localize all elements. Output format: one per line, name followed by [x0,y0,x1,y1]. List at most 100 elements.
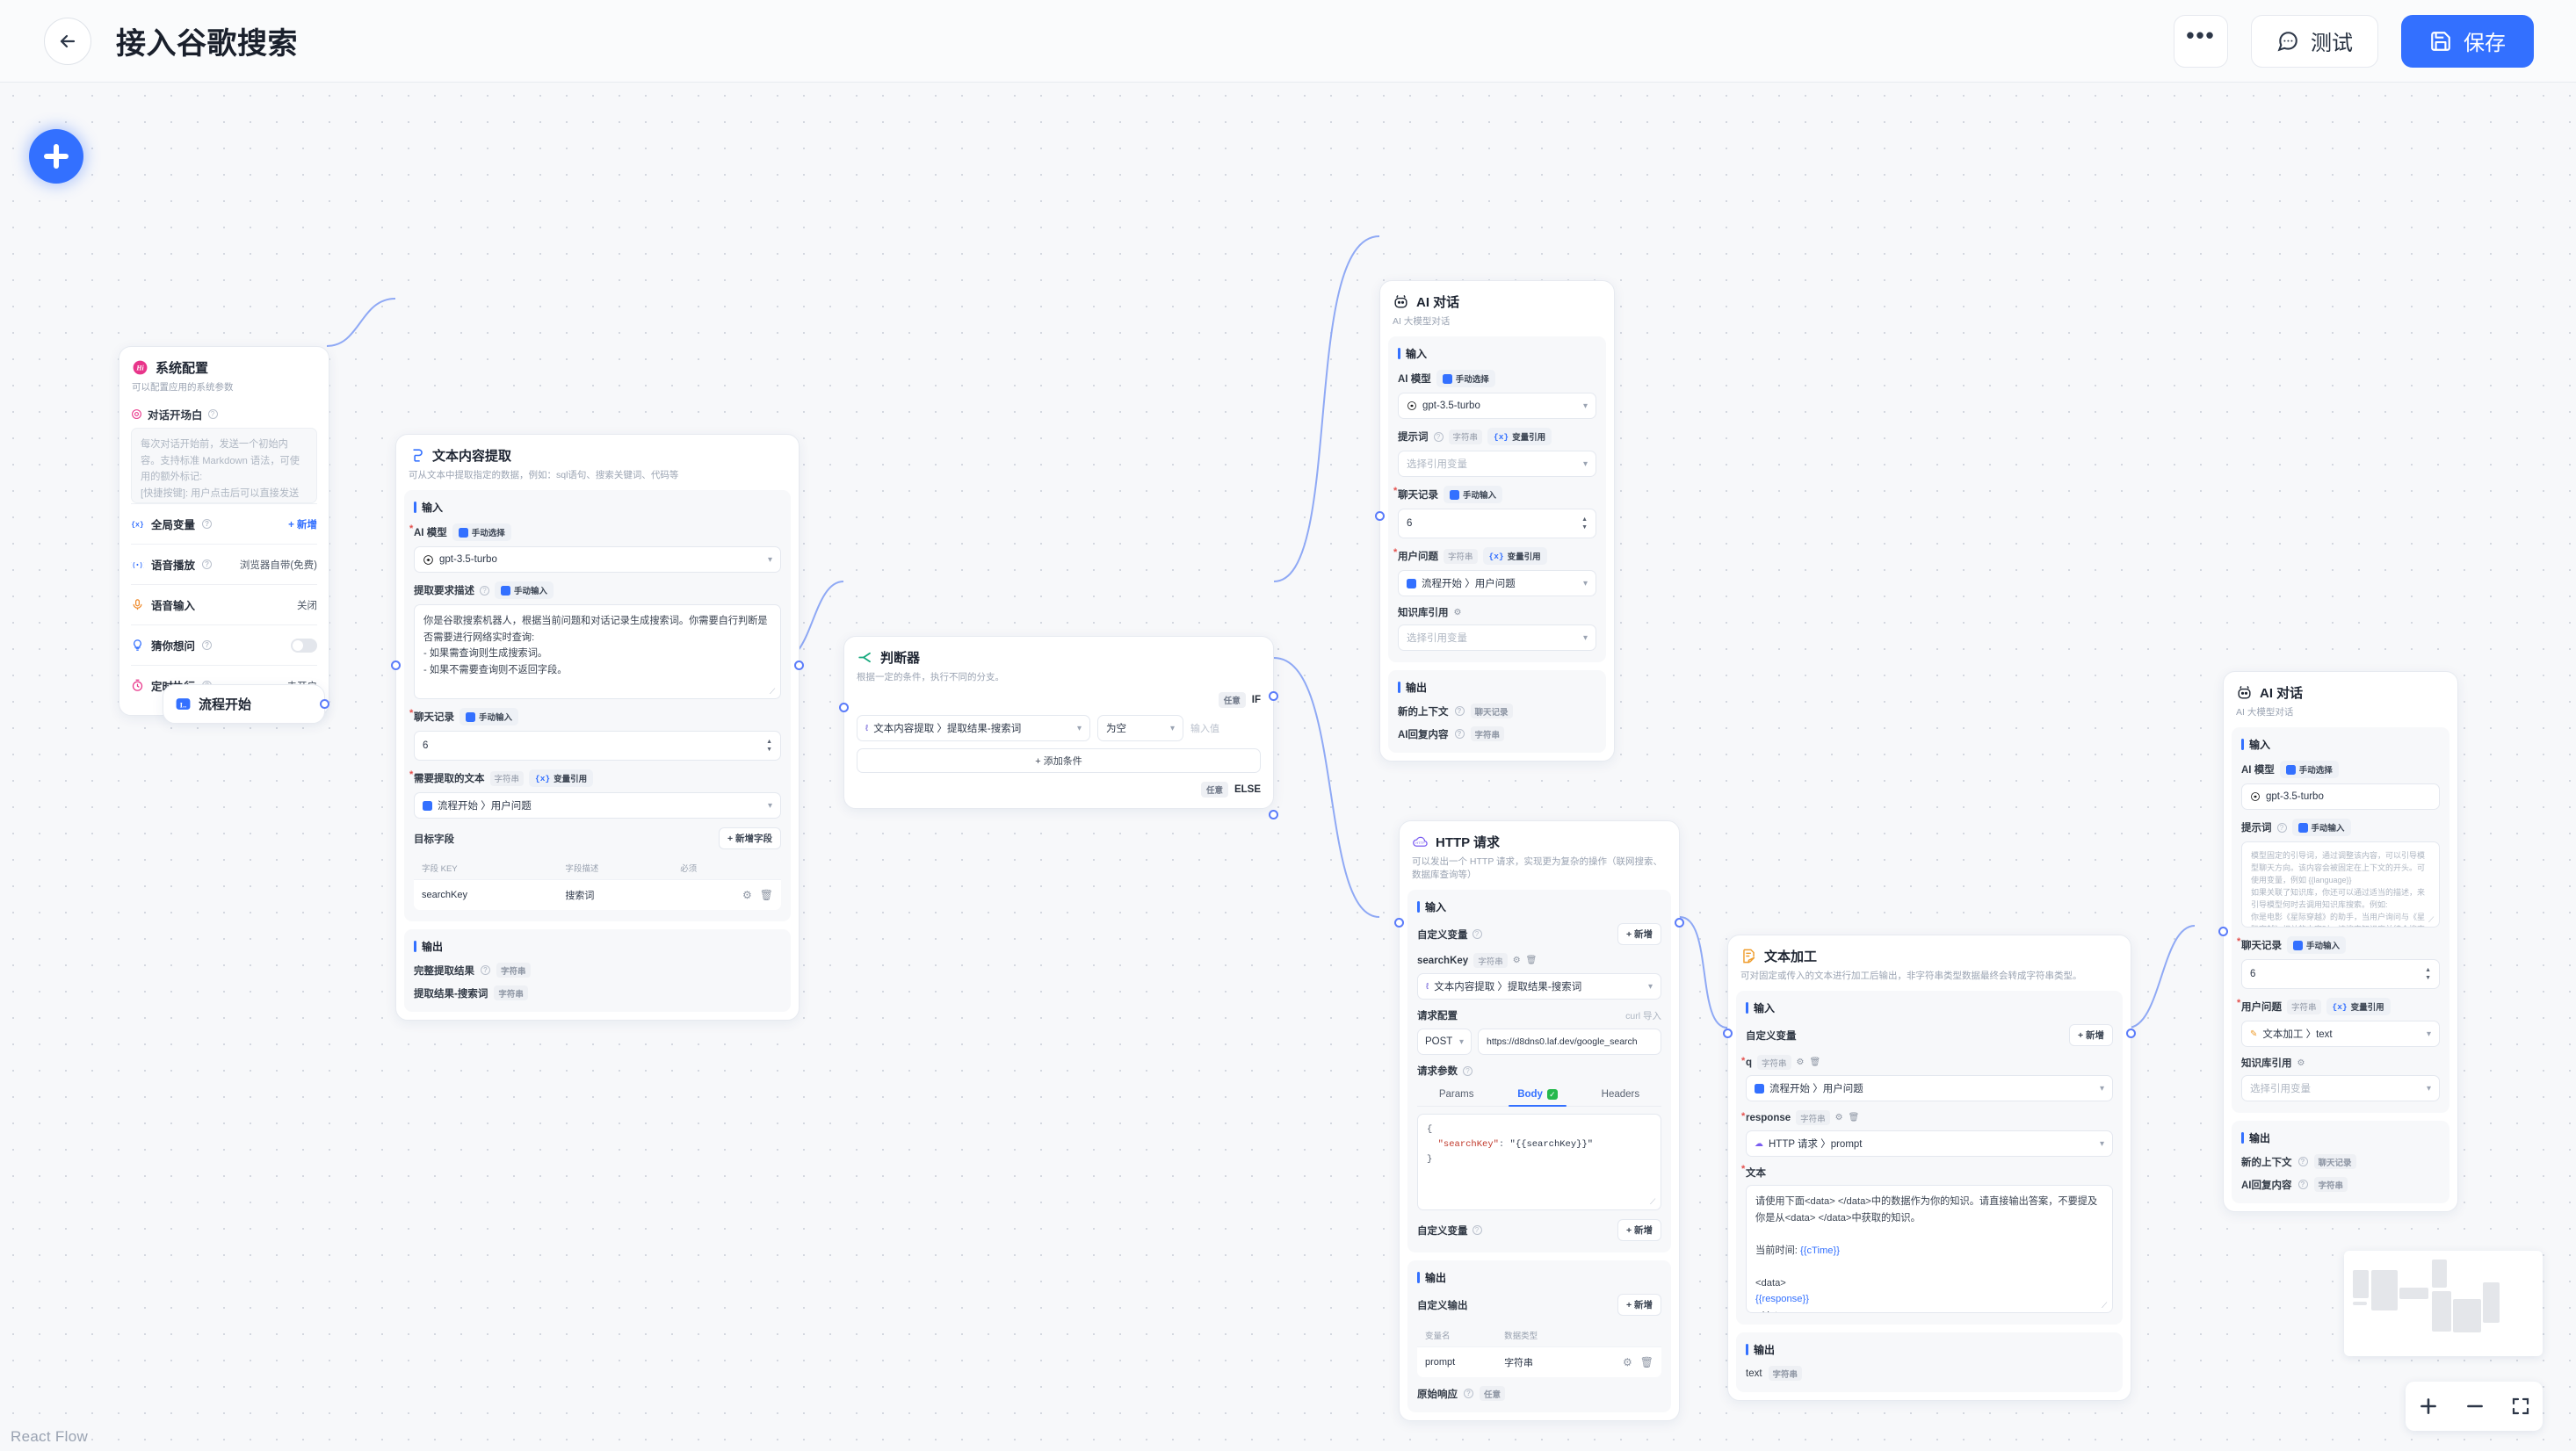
node-ai-chat-top[interactable]: AI 对话 AI 大模型对话 输入 AI 模型 手动选择 gpt-3.5-tur… [1375,280,1615,762]
handle-text-process-out[interactable] [2126,1029,2136,1038]
node-http-request[interactable]: HTTP HTTP 请求 可以发出一个 HTTP 请求，实现更为复杂的操作（联网… [1394,820,1684,1422]
chatlog-number-input[interactable]: 6 ▲▼ [1398,509,1596,539]
table-row[interactable]: prompt 字符串 ⚙🗑 [1417,1346,1661,1378]
ai-model-select[interactable]: gpt-3.5-turbo [2241,783,2440,811]
zoom-in-button[interactable] [2417,1395,2440,1418]
var-ref-chip[interactable]: {x}变量引用 [1482,547,1547,566]
settings-gear-icon[interactable]: ⚙ [1834,1113,1843,1123]
condition-value-input[interactable]: 输入值 [1190,724,1219,735]
kb-select[interactable]: 选择引用变量 ▾ [2241,1075,2440,1102]
handle-judge-in[interactable] [839,703,849,712]
back-button[interactable] [44,17,91,65]
manual-select-chip[interactable]: 手动选择 [2279,761,2339,779]
help-icon[interactable]: ? [1433,431,1444,442]
http-body-editor[interactable]: { "searchKey": "{{searchKey}}" }⟋ [1417,1114,1661,1211]
manual-select-chip[interactable]: 手动选择 [452,523,511,542]
add-output-button[interactable]: + 新增 [1617,1294,1661,1317]
help-icon[interactable]: ? [1454,729,1465,740]
handle-flow-start-out[interactable] [320,699,329,709]
cfg-value-voice-input[interactable]: 关闭 [297,600,317,611]
cfg-row-global-variable[interactable]: {x} 全局变量 ? + 新增 [131,503,317,544]
if-chip[interactable]: 任意 [1218,692,1246,709]
node-ai-chat-right[interactable]: AI 对话 AI 大模型对话 输入 AI 模型 手动选择 gpt-3.5-tur… [2218,671,2458,1213]
curl-import-button[interactable]: curl 导入 [1625,1010,1661,1021]
add-node-button[interactable] [29,129,83,184]
manual-input-chip[interactable]: 手动输入 [1444,486,1503,504]
kb-select[interactable]: 选择引用变量 ▾ [1398,624,1596,652]
opening-textarea[interactable]: 每次对话开始前，发送一个初始内容。支持标准 Markdown 语法，可使用的额外… [131,428,317,504]
resize-handle-icon[interactable]: ⟋ [2428,915,2435,925]
help-icon[interactable]: ? [202,640,213,651]
handle-http-out[interactable] [1675,918,1684,928]
delete-trash-icon[interactable]: 🗑 [1525,956,1538,966]
settings-gear-icon[interactable]: ⚙ [742,889,752,902]
delete-trash-icon[interactable]: 🗑 [1639,1356,1653,1369]
cfg-value-global-variable[interactable]: + 新增 [288,519,317,531]
workflow-canvas[interactable]: Hi 系统配置 可以配置应用的系统参数 对话开场白 ? 每次对话开始前，发送一个… [0,83,2576,1451]
guess-question-toggle[interactable] [291,638,317,653]
help-icon[interactable]: ? [1464,1389,1473,1399]
fit-view-button[interactable] [2510,1396,2531,1417]
resize-handle-icon[interactable]: ⟋ [1650,1198,1656,1208]
help-icon[interactable]: ? [481,965,490,976]
help-icon[interactable]: ? [1472,1225,1482,1236]
ai-model-select[interactable]: gpt-3.5-turbo ▾ [1398,393,1596,420]
settings-gear-icon[interactable]: ⚙ [1512,956,1521,966]
add-variable-button-2[interactable]: + 新增 [1617,1219,1661,1242]
handle-judge-if-out[interactable] [1269,691,1278,701]
add-condition-button[interactable]: + 添加条件 [857,748,1261,774]
node-text-process[interactable]: 文本加工 可对固定或传入的文本进行加工后输出，非字符串类型数据最终会转成字符串类… [1723,935,2136,1402]
settings-gear-icon[interactable]: ⚙ [1796,1058,1805,1068]
prompt-textarea[interactable]: 模型固定的引导词，通过调整该内容，可以引导模型聊天方向。该内容会被固定在上下文的… [2241,841,2440,928]
tab-params[interactable]: Params [1438,1089,1474,1101]
more-options-button[interactable]: ••• [2174,14,2228,68]
delete-trash-icon[interactable]: 🗑 [1809,1058,1821,1068]
stepper-icons[interactable]: ▲▼ [1581,516,1588,531]
help-icon[interactable]: ? [1454,706,1465,717]
help-icon[interactable]: ? [2297,1180,2308,1190]
delete-trash-icon[interactable]: 🗑 [1848,1113,1860,1123]
chatlog-number-input[interactable]: 6 ▲▼ [2241,959,2440,990]
resize-handle-icon[interactable]: ⟋ [2102,1301,2108,1310]
add-field-button[interactable]: + 新增字段 [718,827,781,850]
handle-judge-else-out[interactable] [1269,810,1278,819]
var-ref-chip[interactable]: {x}变量引用 [2326,998,2391,1016]
manual-input-chip[interactable]: 手动输入 [495,581,554,600]
node-flow-start[interactable]: I.. 流程开始 [163,684,329,724]
node-text-extract[interactable]: 文本内容提取 可从文本中提取指定的数据，例如：sql语句、搜索关键词、代码等 输… [391,434,804,1021]
help-icon[interactable]: ? [202,519,213,530]
manual-input-chip[interactable]: 手动输入 [2291,819,2351,837]
node-system-config[interactable]: Hi 系统配置 可以配置应用的系统参数 对话开场白 ? 每次对话开始前，发送一个… [119,346,329,717]
handle-http-in[interactable] [1394,918,1404,928]
react-flow-attribution[interactable]: React Flow [11,1428,89,1445]
help-icon[interactable]: ? [207,409,218,420]
add-variable-button[interactable]: + 新增 [1617,923,1661,946]
manual-select-chip[interactable]: 手动选择 [1436,370,1495,388]
stepper-icons[interactable]: ▲▼ [766,739,772,753]
prompt-select[interactable]: 选择引用变量 ▾ [1398,451,1596,478]
tab-body[interactable]: Body✓ [1509,1083,1567,1108]
var-q-select[interactable]: 流程开始 〉用户问题 ▾ [1746,1075,2113,1102]
resize-handle-icon[interactable]: ⟋ [770,687,776,697]
text-textarea[interactable]: 请使用下面<data> </data>中的数据作为你的知识。请直接输出答案，不要… [1746,1185,2113,1314]
handle-ai-chat-top-in[interactable] [1375,511,1385,521]
zoom-out-button[interactable] [2464,1395,2486,1418]
searchkey-var-select[interactable]: ℓ 文本内容提取 〉提取结果-搜索词 ▾ [1417,973,1661,1000]
http-url-input[interactable]: https://d8dns0.laf.dev/google_search [1478,1029,1661,1056]
settings-gear-icon[interactable]: ⚙ [1623,1356,1632,1369]
help-icon[interactable]: ? [1463,1065,1473,1076]
minimap[interactable] [2344,1251,2543,1356]
cfg-value-voice-play[interactable]: 浏览器自带(免费) [239,559,317,571]
manual-input-chip[interactable]: 手动输入 [459,708,519,726]
tab-headers[interactable]: Headers [1601,1089,1640,1101]
settings-gear-icon[interactable]: ⚙ [2297,1058,2305,1068]
chatlog-number-input[interactable]: 6 ▲▼ [414,731,781,762]
save-button[interactable]: 保存 [2401,14,2534,68]
handle-text-extract-in[interactable] [391,661,401,670]
help-icon[interactable]: ? [480,585,489,596]
condition-variable-select[interactable]: ℓ 文本内容提取 〉提取结果-搜索词 ▾ [857,715,1090,742]
delete-trash-icon[interactable]: 🗑 [759,889,773,902]
user-question-select[interactable]: ✎ 文本加工 〉text ▾ [2241,1021,2440,1048]
help-icon[interactable]: ? [202,559,213,570]
handle-ai-chat-right-in[interactable] [2218,927,2228,936]
